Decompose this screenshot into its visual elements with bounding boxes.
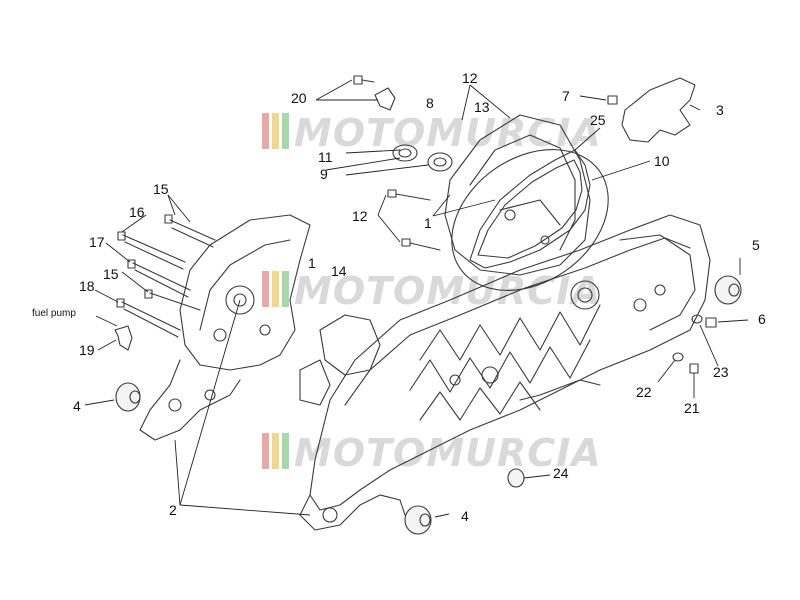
callout-6: 6 [758,311,766,327]
bearing-11 [427,152,453,172]
bracket-8 [374,87,396,111]
watermark-text: MOTOMURCIA [294,269,602,313]
callout-19: 19 [79,342,95,358]
callout-12-mid: 12 [352,208,368,224]
callout-9: 9 [320,166,328,182]
bushing-5 [714,275,742,305]
watermark-bottom: MOTOMURCIA [262,431,602,475]
washer-23 [691,314,703,324]
callout-15-top: 15 [153,181,169,197]
callout-25: 25 [590,112,606,128]
callout-14: 14 [331,263,347,279]
crankcase-upper-housing [444,114,591,276]
callout-13: 13 [474,99,490,115]
callout-1-lower: 1 [308,255,316,271]
washer-22 [672,352,684,362]
watermark-stripe [272,113,279,149]
callout-24: 24 [553,465,569,481]
callout-7: 7 [562,88,570,104]
callout-18: 18 [79,278,95,294]
bushing-4-bottom [404,505,432,535]
watermark-stripe [282,433,289,469]
watermark-text: MOTOMURCIA [294,111,602,155]
callout-16: 16 [129,204,145,220]
callout-11: 11 [318,149,333,165]
watermark-stripe [282,271,289,307]
watermark-stripe [272,433,279,469]
callout-labels: 20 8 12 13 7 3 25 10 11 9 12 1 15 16 17 … [32,70,766,524]
callout-22: 22 [636,384,652,400]
bracket-plate [299,359,331,406]
bolt-20 [353,75,375,85]
seal-9 [392,144,418,162]
bushing-4-left [115,382,141,412]
callout-20: 20 [291,90,307,106]
callout-4-bottom: 4 [461,508,469,524]
callout-3: 3 [716,102,724,118]
fuel-pump-fitting-19 [114,325,133,351]
o-ring-10 [451,149,609,291]
callout-4-left: 4 [73,398,81,414]
leader-lines [84,79,749,518]
callout-15-mid: 15 [103,266,119,282]
gasket-25 [469,149,591,269]
watermark-top: MOTOMURCIA [262,111,602,155]
watermark-middle: MOTOMURCIA [262,269,602,313]
callout-2: 2 [169,502,177,518]
watermark-stripe [272,271,279,307]
callout-17: 17 [89,234,105,250]
callout-23: 23 [713,364,729,380]
watermark-stripe [282,113,289,149]
bolt-12-b [401,238,441,251]
callout-8: 8 [426,95,434,111]
watermark-stripe [262,433,269,469]
watermark-text: MOTOMURCIA [294,431,602,475]
bracket-14 [319,314,381,376]
crankcase-right-half [299,214,711,531]
watermark-stripe [262,271,269,307]
bolt-6 [705,317,717,328]
bolt-21 [689,363,699,374]
callout-12-top: 12 [462,70,478,86]
bushing-24 [507,468,525,488]
bolt-12-a [387,189,431,201]
crankcase-left-half [139,214,311,441]
studs-15-16-17 [116,214,216,338]
fuel-pump-label: fuel pump [32,308,76,319]
watermark-stripe [262,113,269,149]
callout-5: 5 [752,237,760,253]
bolt-7 [607,95,618,105]
cover-plate-3 [621,77,696,143]
callout-21: 21 [684,400,700,416]
callout-1-upper: 1 [424,215,432,231]
callout-10: 10 [654,153,670,169]
